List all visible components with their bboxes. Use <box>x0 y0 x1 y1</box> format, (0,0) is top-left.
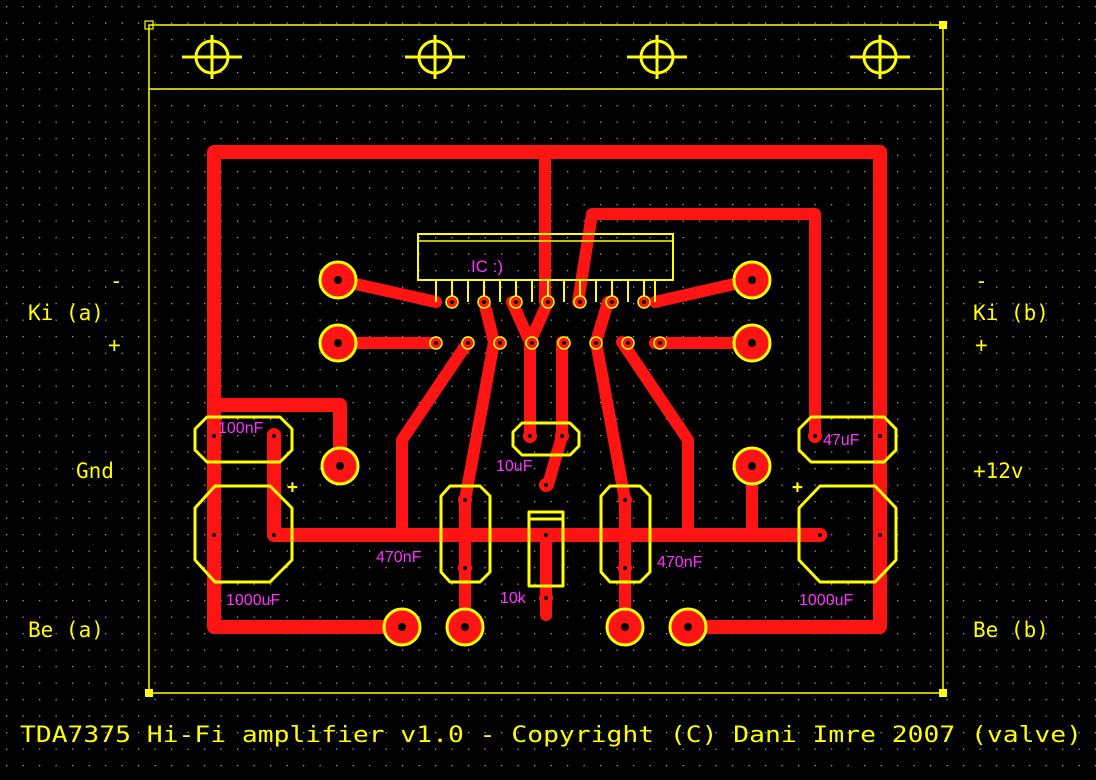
cap-10uf-outline <box>511 421 581 457</box>
left-ki-label: Ki (a) <box>28 301 104 325</box>
label-10uf: 10uF <box>496 458 533 475</box>
left-minus-label: - <box>110 269 123 293</box>
edge-labels-right: - Ki (b) + +12v Be (b) <box>973 269 1049 642</box>
ic-package: IC :) <box>417 233 674 350</box>
label-470nf-left: 470nF <box>376 549 422 566</box>
ic-label: IC :) <box>471 257 503 276</box>
mounting-hole-4 <box>850 35 910 79</box>
label-470nf-right: 470nF <box>657 554 703 571</box>
copper-traces <box>207 145 887 634</box>
component-outlines <box>193 415 898 588</box>
board-outline <box>148 24 944 694</box>
mounting-hole-2 <box>405 35 465 79</box>
left-be-label: Be (a) <box>28 618 104 642</box>
cap-100nf-outline <box>193 415 294 464</box>
left-gnd-label: Gnd <box>76 459 114 483</box>
mounting-hole-1 <box>182 35 242 79</box>
right-minus-label: - <box>975 269 988 293</box>
left-plus-label: + <box>108 333 121 357</box>
resistor-10k-outline <box>527 510 565 588</box>
board-corners <box>144 20 947 697</box>
mounting-holes <box>182 35 910 79</box>
mounting-hole-3 <box>627 35 687 79</box>
edge-labels-left: - Ki (a) + Gnd Be (a) <box>28 269 123 642</box>
right-12v-label: +12v <box>973 459 1024 483</box>
label-10k: 10k <box>500 590 527 607</box>
cap-1000uf-left-outline <box>193 484 294 584</box>
right-plus-label: + <box>975 333 988 357</box>
cap-470nf-left-outline <box>439 484 492 584</box>
footer-title: TDA7375 Hi-Fi amplifier v1.0 - Copyright… <box>20 723 1082 748</box>
right-ki-label: Ki (b) <box>973 301 1049 325</box>
cap-1000uf-right-outline <box>797 484 898 584</box>
right-be-label: Be (b) <box>973 618 1049 642</box>
polarity-mark-right: + <box>792 477 803 498</box>
polarity-mark-left: + <box>287 477 298 498</box>
label-100nf: 100nF <box>218 420 264 437</box>
pads <box>207 260 887 647</box>
cap-47uf-outline <box>797 415 898 464</box>
label-47uf: 47uF <box>823 432 860 449</box>
label-1000uf-right: 1000uF <box>799 592 853 609</box>
label-1000uf-left: 1000uF <box>226 592 280 609</box>
component-labels: 100nF 47uF 10uF 470nF 470nF 1000uF 1000u… <box>218 420 860 609</box>
cap-470nf-right-outline <box>599 484 652 584</box>
